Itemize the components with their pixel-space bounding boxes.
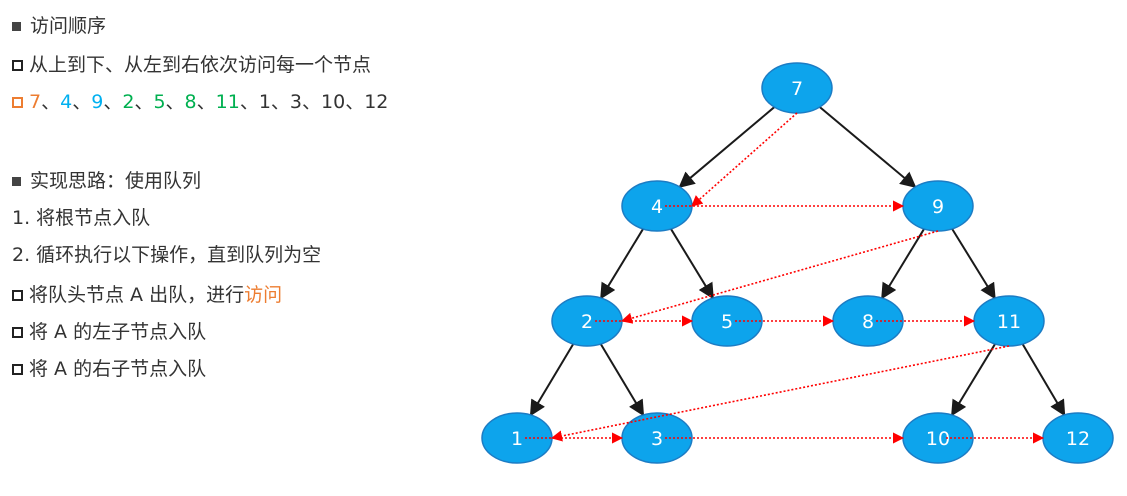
order-sequence-line: 7、4、9、2、5、8、11、1、3、10、12	[12, 90, 388, 114]
heading-visit-order-text: 访问顺序	[30, 15, 107, 37]
order-sequence-part: 7	[29, 91, 42, 113]
order-sequence-part: 、	[41, 91, 61, 113]
heading-visit-order: 访问顺序	[12, 14, 106, 38]
tree-node-12: 12	[1042, 412, 1114, 464]
tree-node-label: 2	[581, 311, 593, 333]
order-sequence-part: 2	[122, 91, 135, 113]
sub-step-left-child: 将 A 的左子节点入队	[12, 320, 206, 344]
tree-node-label: 8	[862, 311, 874, 333]
step-2: 2. 循环执行以下操作，直到队列为空	[12, 243, 321, 267]
tree-edge-9-8	[881, 228, 925, 300]
tree-edge-9-11	[951, 228, 996, 300]
filled-square-bullet-icon	[12, 176, 21, 186]
tree-node-label: 7	[791, 78, 803, 100]
tree-edge-2-1	[529, 343, 575, 417]
tree-edge-4-5	[670, 228, 714, 300]
tree-edge-11-12	[1021, 343, 1066, 417]
filled-square-bullet-icon	[12, 21, 21, 31]
hollow-square-bullet-icon	[12, 363, 23, 375]
heading-approach-text: 实现思路：使用队列	[30, 170, 202, 192]
order-sequence-part: 、	[72, 91, 92, 113]
tree-edge-11-10	[951, 343, 996, 417]
tree-node-8: 8	[832, 295, 904, 347]
order-sequence-part: 、	[134, 91, 154, 113]
tree-node-10: 10	[902, 412, 974, 464]
tree-node-11: 11	[973, 295, 1045, 347]
step-1: 1. 将根节点入队	[12, 206, 150, 230]
tree-node-label: 3	[651, 428, 663, 450]
order-sequence-part: 9	[91, 91, 104, 113]
tree-edge-7-4	[678, 106, 776, 188]
step-2-text: 2. 循环执行以下操作，直到队列为空	[12, 244, 322, 266]
traversal-arrows	[525, 112, 1045, 444]
order-sequence-part: 、1、3、10、12	[239, 91, 389, 113]
order-sequence: 7、4、9、2、5、8、11、1、3、10、12	[29, 90, 388, 114]
sub-step-right-child-text: 将 A 的右子节点入队	[29, 358, 207, 380]
visit-highlight: 访问	[244, 284, 283, 306]
tree-node-3: 3	[621, 412, 693, 464]
order-sequence-part: 、	[196, 91, 216, 113]
tree-node-2: 2	[551, 295, 623, 347]
order-sequence-part: 、	[103, 91, 123, 113]
order-sequence-part: 5	[153, 91, 166, 113]
tree-edge-4-2	[600, 228, 644, 300]
hollow-square-bullet-icon	[12, 326, 23, 338]
step-1-text: 1. 将根节点入队	[12, 207, 151, 229]
tree-node-label: 10	[926, 428, 950, 450]
sub-step-left-child-text: 将 A 的左子节点入队	[29, 321, 207, 343]
hollow-square-bullet-icon	[12, 289, 23, 301]
tree-edges	[529, 106, 1066, 417]
heading-approach: 实现思路：使用队列	[12, 169, 201, 193]
tree-node-9: 9	[902, 180, 974, 232]
hollow-square-bullet-orange-icon	[12, 96, 23, 108]
tree-edge-2-3	[599, 343, 645, 417]
tree-node-label: 12	[1066, 428, 1090, 450]
tree-node-label: 1	[511, 428, 523, 450]
hollow-square-bullet-icon	[12, 59, 23, 71]
tree-edge-7-9	[819, 106, 917, 189]
order-sequence-part: 11	[215, 91, 240, 113]
order-sequence-part: 、	[165, 91, 185, 113]
traversal-arrow-7-4	[691, 112, 798, 207]
sub-step-dequeue: 将队头节点 A 出队，进行 访问	[12, 283, 282, 307]
tree-node-7: 7	[761, 62, 833, 114]
tree-node-label: 5	[721, 311, 733, 333]
sub-step-right-child: 将 A 的右子节点入队	[12, 357, 206, 381]
order-sequence-part: 8	[184, 91, 197, 113]
rule-line: 从上到下、从左到右依次访问每一个节点	[12, 53, 371, 77]
tree-node-1: 1	[481, 412, 553, 464]
tree-node-4: 4	[621, 180, 693, 232]
traversal-arrow-9-2	[620, 230, 939, 324]
sub-step-dequeue-text: 将队头节点 A 出队，进行	[29, 284, 245, 306]
order-sequence-part: 4	[60, 91, 73, 113]
rule-line-text: 从上到下、从左到右依次访问每一个节点	[29, 54, 372, 76]
tree-node-label: 9	[932, 196, 944, 218]
traversal-arrow-11-1	[550, 345, 1010, 442]
tree-node-label: 11	[997, 311, 1021, 333]
tree-node-label: 4	[651, 196, 663, 218]
